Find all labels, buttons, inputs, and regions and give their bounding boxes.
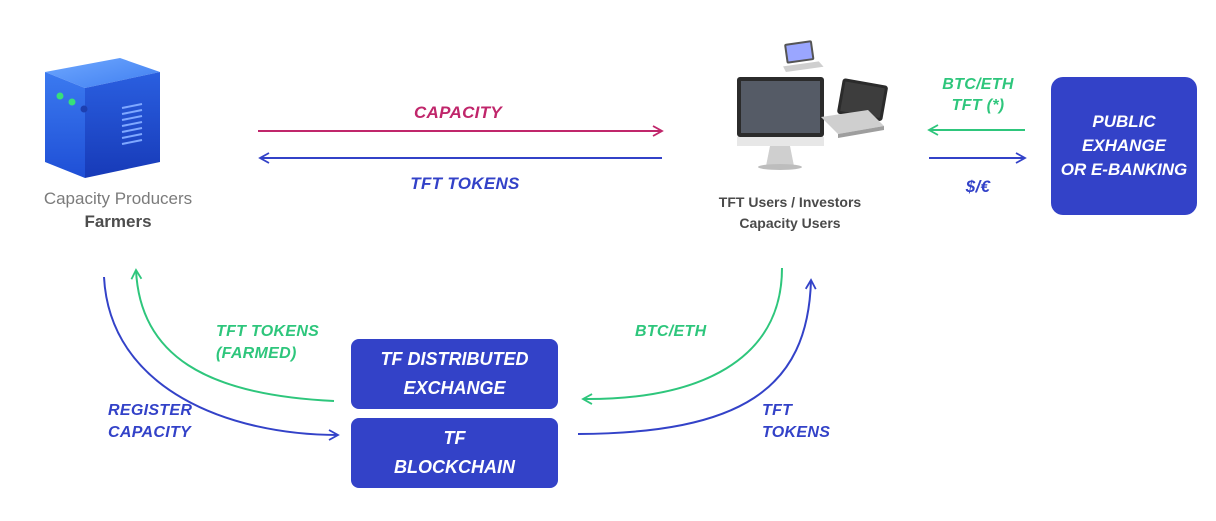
- btc-eth-tft-label-1: BTC/ETH: [942, 76, 1014, 93]
- public-exchange-line2: EXHANGE: [1081, 136, 1167, 155]
- producer-subtitle: Farmers: [84, 212, 152, 231]
- btc-eth-low-label: BTC/ETH: [635, 323, 707, 340]
- tf-distributed-exchange-box: TF DISTRIBUTED EXCHANGE: [351, 339, 558, 409]
- server-cube-icon: [45, 58, 160, 178]
- tft-tokens-top-label: TFT TOKENS: [410, 174, 520, 193]
- devices-icon: [737, 40, 888, 170]
- tft-tokens-low-label-2: TOKENS: [762, 424, 831, 441]
- capacity-label: CAPACITY: [413, 103, 503, 122]
- producer-title: Capacity Producers: [43, 189, 193, 208]
- tft-farmed-arrow: [130, 268, 335, 402]
- dex-line1: TF DISTRIBUTED: [380, 349, 529, 369]
- register-capacity-arrow: [103, 276, 340, 441]
- chain-line2: BLOCKCHAIN: [394, 457, 515, 477]
- public-exchange-box: PUBLIC EXHANGE OR E-BANKING: [1051, 77, 1197, 215]
- chain-line1: TF: [443, 428, 466, 448]
- btc-eth-tft-label-2: TFT (*): [951, 97, 1005, 114]
- tft-farmed-label-1: TFT TOKENS: [216, 323, 320, 340]
- users-subtitle: Capacity Users: [739, 215, 841, 231]
- tft-tokens-low-label-1: TFT: [762, 402, 793, 419]
- register-label-2: CAPACITY: [108, 424, 191, 441]
- tft-farmed-label-2: (FARMED): [216, 345, 297, 362]
- users-title: TFT Users / Investors: [718, 194, 862, 210]
- register-label-1: REGISTER: [108, 402, 193, 419]
- tf-blockchain-box: TF BLOCKCHAIN: [351, 418, 558, 488]
- public-exchange-line1: PUBLIC: [1092, 112, 1156, 131]
- fiat-label: $/€: [965, 177, 991, 196]
- tft-tokens-low-arrow: [577, 278, 817, 435]
- btc-eth-low-arrow: [581, 267, 783, 405]
- dex-line2: EXCHANGE: [403, 378, 506, 398]
- public-exchange-line3: OR E-BANKING: [1060, 160, 1188, 179]
